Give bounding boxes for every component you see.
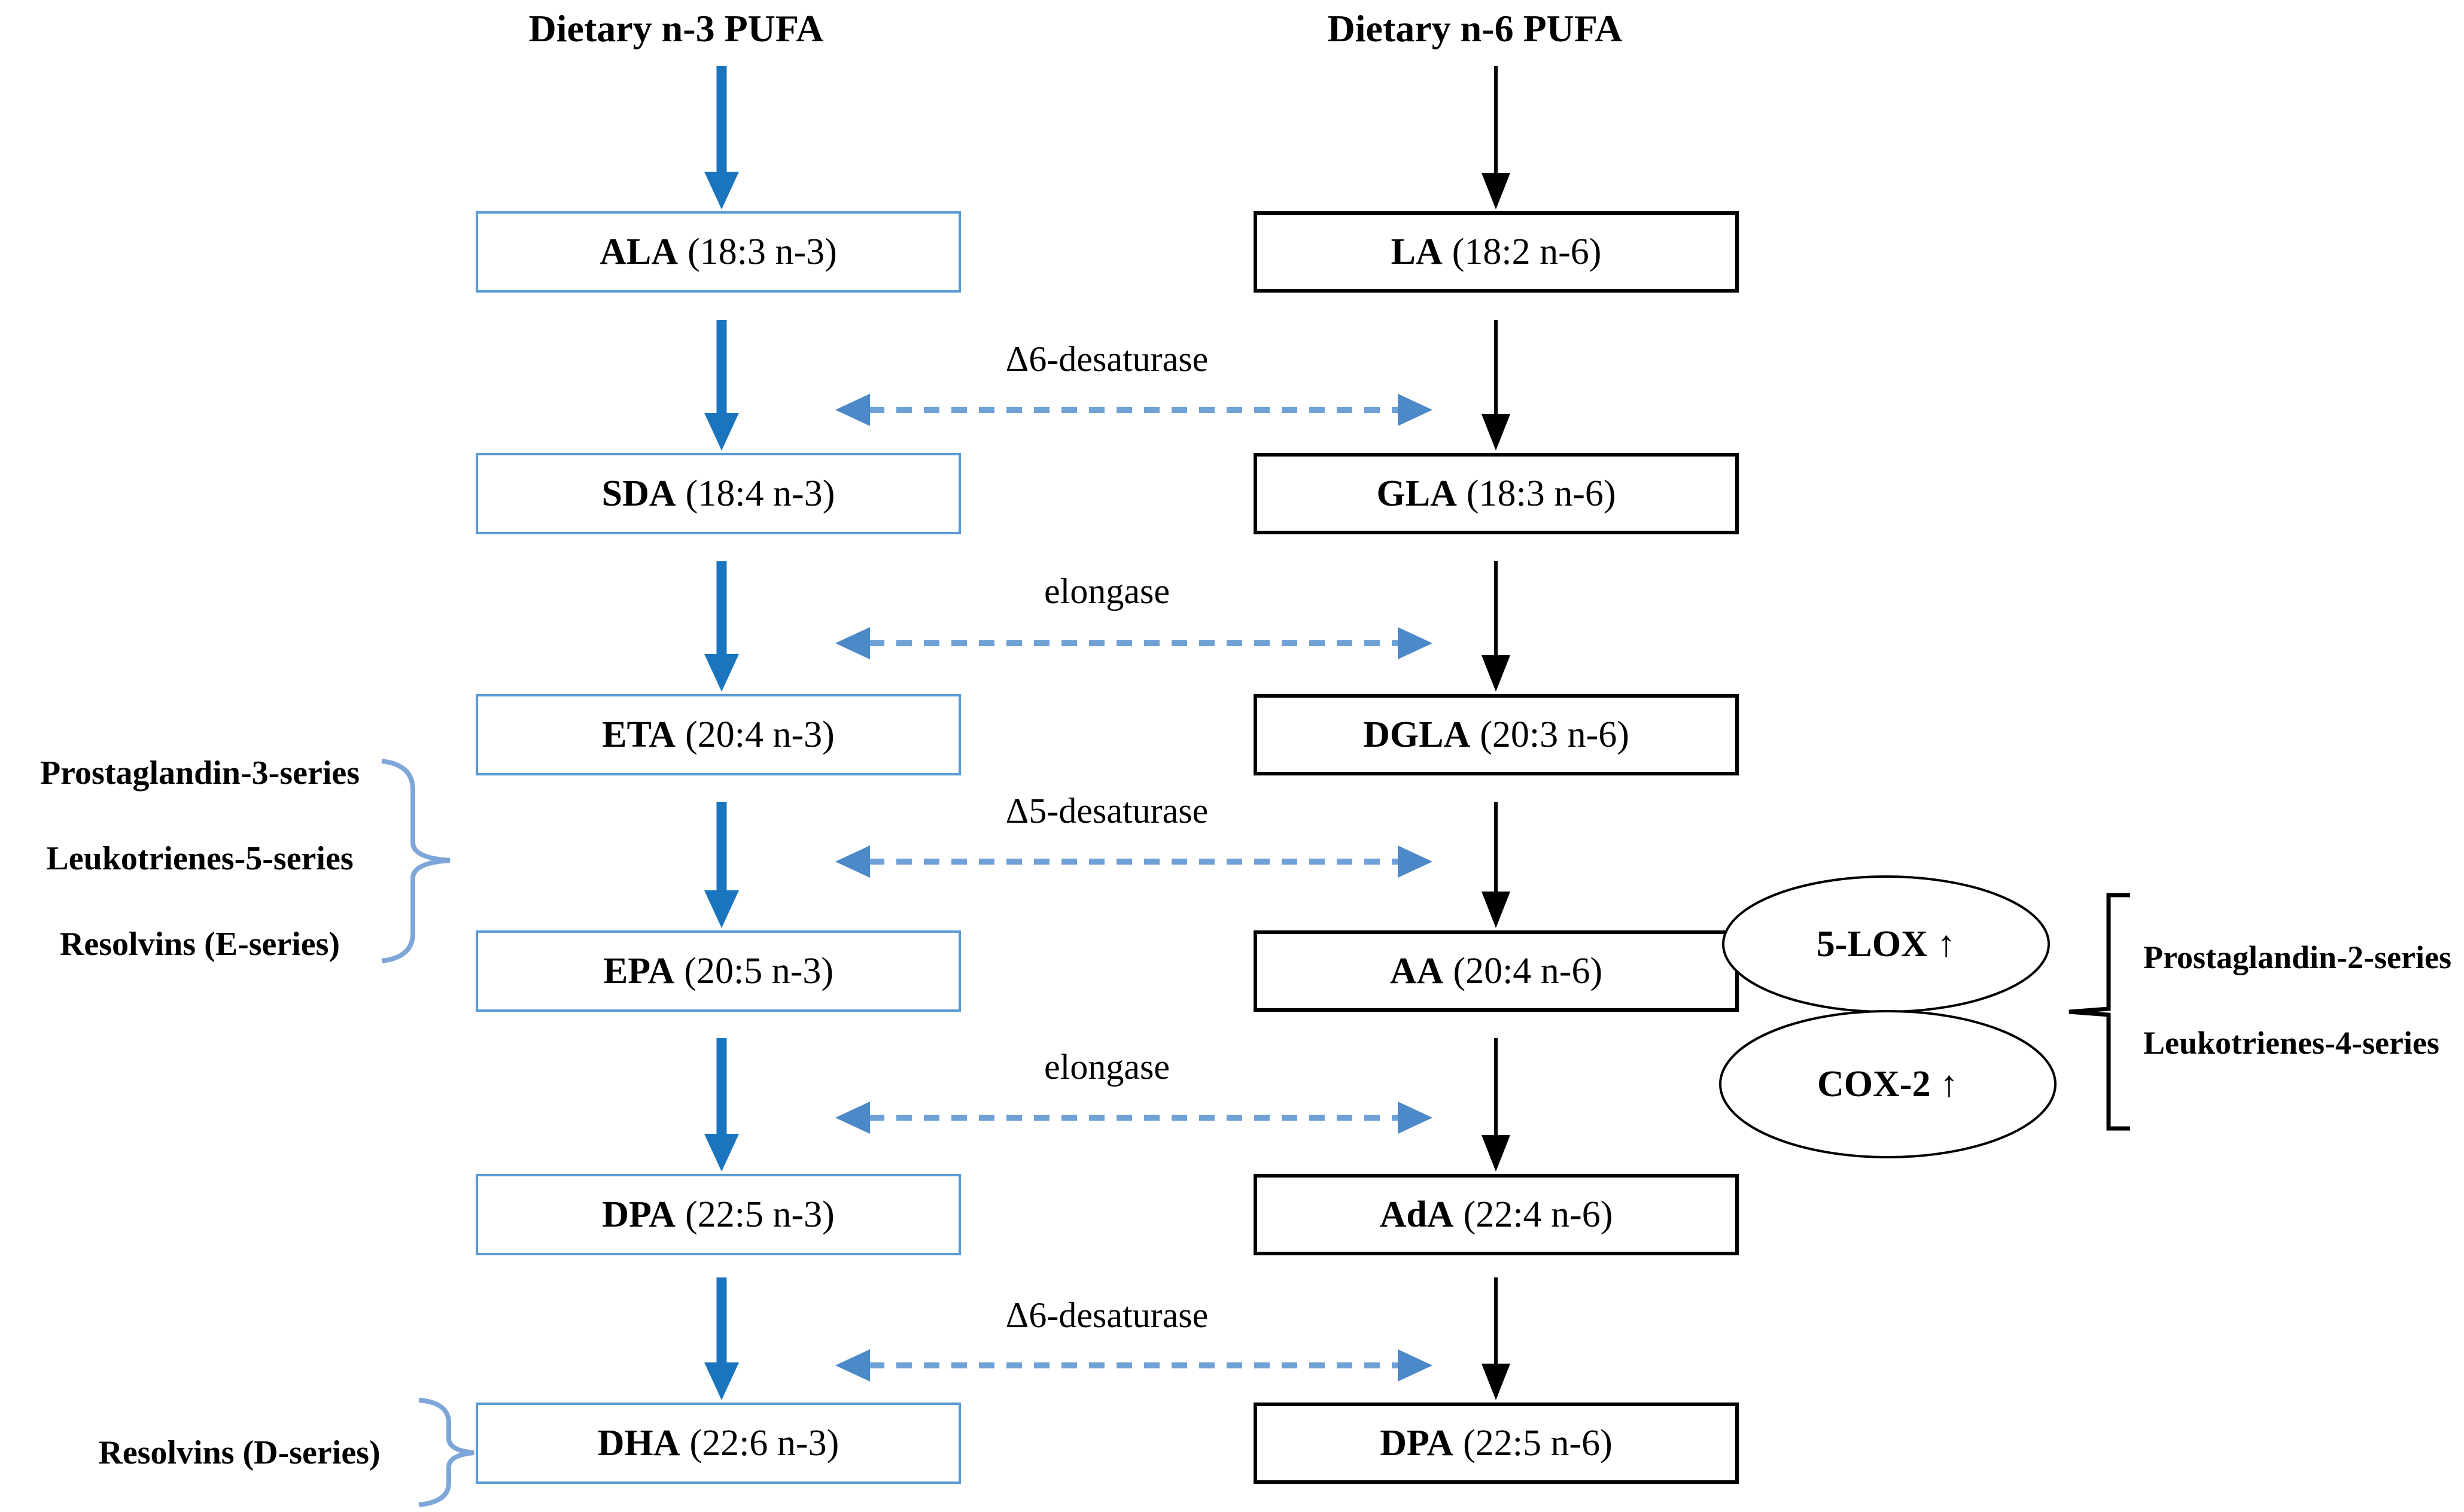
n6-box-ada: AdA (22:4 n-6)	[1254, 1174, 1739, 1255]
n3-box-sda: SDA (18:4 n-3)	[476, 453, 961, 534]
n3-box-epa: EPA (20:5 n-3)	[476, 930, 961, 1012]
n6-box-gla: GLA (18:3 n-6)	[1254, 453, 1739, 534]
metabolite-formula: (18:3 n-6)	[1466, 473, 1616, 514]
n6-flow-arrow	[1482, 802, 1510, 928]
metabolite-abbr: LA	[1391, 231, 1443, 272]
epa-derived-label-prostaglandin-3: Prostaglandin-3-series	[39, 755, 360, 792]
metabolite-formula: (18:2 n-6)	[1452, 231, 1602, 272]
n6-column-title: Dietary n-6 PUFA	[1327, 7, 1623, 50]
interconversion-arrow-d6-desaturase	[835, 1349, 1432, 1382]
arrowhead-down-icon	[1482, 892, 1510, 928]
dha-derived-label-resolvins-d: Resolvins (D-series)	[98, 1434, 381, 1471]
cox-2-up-label: COX-2 ↑	[1817, 1064, 1958, 1105]
metabolite-abbr: SDA	[601, 473, 676, 514]
metabolite-abbr: EPA	[603, 950, 675, 991]
n3-flow-arrows	[704, 66, 739, 1400]
enzyme-label-d6-desaturase: Δ6-desaturase	[1005, 1295, 1209, 1335]
arrowhead-left-icon	[835, 394, 870, 426]
n3-flow-arrow	[704, 561, 739, 692]
arrowhead-down-icon	[1482, 655, 1510, 692]
metabolite-formula: (22:6 n-3)	[689, 1422, 839, 1464]
enzyme-label-elongase: elongase	[1044, 571, 1170, 611]
arrowhead-right-icon	[1398, 845, 1432, 878]
epa-derived-label-resolvins-e: Resolvins (E-series)	[59, 926, 340, 963]
metabolite-formula: (18:3 n-3)	[688, 231, 837, 272]
dha-derived-brace	[418, 1398, 474, 1507]
n6-flow-arrow	[1482, 320, 1510, 451]
metabolite-abbr: DHA	[597, 1422, 680, 1464]
arrowhead-left-icon	[835, 845, 870, 878]
aa-derived-bracket	[2068, 893, 2130, 1131]
metabolite-abbr: DPA	[602, 1194, 676, 1235]
n3-box-eta: ETA (20:4 n-3)	[476, 694, 961, 775]
n6-flow-arrow	[1482, 1277, 1510, 1400]
n3-box-ala: ALA (18:3 n-3)	[476, 211, 961, 293]
n3-box-dpa: DPA (22:5 n-3)	[476, 1174, 961, 1255]
n6-flow-arrow	[1482, 561, 1510, 692]
enzyme-label-d5-desaturase: Δ5-desaturase	[1005, 791, 1209, 830]
n6-flow-arrows	[1482, 66, 1510, 1400]
metabolite-abbr: AA	[1389, 950, 1444, 991]
metabolite-formula: (22:5 n-6)	[1463, 1422, 1613, 1464]
interconversion-arrow-elongase	[835, 627, 1432, 659]
metabolite-abbr: DPA	[1380, 1422, 1454, 1464]
n3-flow-arrow	[704, 1277, 739, 1400]
n6-flow-arrow	[1482, 1038, 1510, 1172]
n6-flow-arrow	[1482, 66, 1510, 209]
arrowhead-right-icon	[1398, 1349, 1432, 1382]
arrowhead-right-icon	[1398, 1102, 1432, 1134]
five-lox-up-label: 5-LOX ↑	[1816, 924, 1956, 965]
arrowhead-down-icon	[1482, 1364, 1510, 1400]
arrowhead-down-icon	[704, 654, 739, 692]
metabolite-formula: (22:5 n-3)	[685, 1194, 835, 1235]
n3-flow-arrow	[704, 320, 739, 451]
n6-box-dpa: DPA (22:5 n-6)	[1254, 1403, 1739, 1484]
metabolite-formula: (22:4 n-6)	[1463, 1194, 1613, 1235]
metabolite-formula: (18:4 n-3)	[685, 473, 835, 514]
aa-derived-label-prostaglandin-2: Prostaglandin-2-series	[2143, 939, 2451, 975]
interconversion-arrow-elongase	[835, 1102, 1432, 1134]
n6-box-dgla: DGLA (20:3 n-6)	[1254, 694, 1739, 775]
epa-derived-label-leukotrienes-5: Leukotrienes-5-series	[46, 840, 354, 877]
n3-flow-arrow	[704, 802, 739, 928]
interconversion-arrow-d6-desaturase	[835, 394, 1432, 426]
arrowhead-left-icon	[835, 627, 870, 659]
metabolite-abbr: GLA	[1376, 473, 1457, 514]
metabolite-abbr: DGLA	[1363, 714, 1471, 755]
arrowhead-down-icon	[704, 890, 739, 928]
n3-column-title: Dietary n-3 PUFA	[528, 7, 824, 50]
arrowhead-right-icon	[1398, 627, 1432, 659]
arrowhead-down-icon	[1482, 414, 1510, 451]
enzyme-label-elongase: elongase	[1044, 1047, 1170, 1087]
aa-derived-label-leukotrienes-4: Leukotrienes-4-series	[2143, 1025, 2439, 1061]
arrowhead-down-icon	[704, 413, 739, 451]
arrowhead-down-icon	[704, 172, 739, 209]
arrowhead-down-icon	[1482, 1135, 1510, 1172]
arrowhead-down-icon	[704, 1362, 739, 1400]
metabolite-abbr: AdA	[1379, 1194, 1454, 1235]
metabolite-abbr: ETA	[602, 714, 676, 755]
epa-derived-brace	[381, 759, 451, 963]
metabolite-abbr: ALA	[600, 231, 679, 272]
metabolite-formula: (20:4 n-6)	[1453, 950, 1603, 991]
arrowhead-right-icon	[1398, 394, 1432, 426]
arrowhead-down-icon	[1482, 173, 1510, 209]
metabolite-formula: (20:5 n-3)	[684, 950, 834, 991]
n3-flow-arrow	[704, 66, 739, 209]
n6-box-la: LA (18:2 n-6)	[1254, 211, 1739, 293]
interconversion-arrow-d5-desaturase	[835, 845, 1432, 878]
cox-2-ellipse	[1719, 1010, 2057, 1158]
enzyme-label-d6-desaturase: Δ6-desaturase	[1005, 339, 1209, 379]
arrowhead-left-icon	[835, 1102, 870, 1134]
n3-box-dha: DHA (22:6 n-3)	[476, 1403, 961, 1484]
n3-flow-arrow	[704, 1038, 739, 1172]
arrowhead-left-icon	[835, 1349, 870, 1382]
n6-box-aa: AA (20:4 n-6)	[1254, 930, 1739, 1012]
interconversion-arrows	[835, 394, 1432, 1382]
metabolite-formula: (20:4 n-3)	[685, 714, 835, 755]
arrowhead-down-icon	[704, 1134, 739, 1172]
metabolite-formula: (20:3 n-6)	[1480, 714, 1629, 755]
